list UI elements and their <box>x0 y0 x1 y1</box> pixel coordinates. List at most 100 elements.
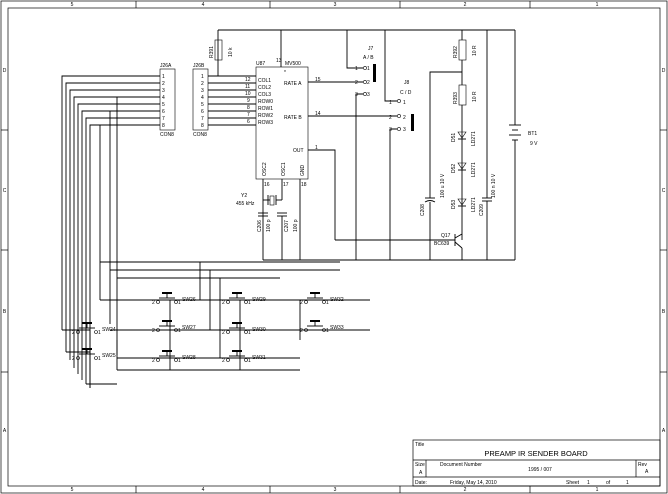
col-label: 1 <box>596 2 599 8</box>
svg-text:2: 2 <box>152 328 155 334</box>
svg-text:RATE A: RATE A <box>284 81 302 87</box>
svg-text:4: 4 <box>162 95 165 101</box>
svg-text:16: 16 <box>264 182 270 188</box>
r391-ref: R391 <box>209 46 215 58</box>
svg-text:1: 1 <box>248 358 251 364</box>
sheet-label: Sheet <box>566 480 580 486</box>
svg-text:2: 2 <box>72 356 75 362</box>
title-label: Title <box>415 442 424 448</box>
c209-ref: C209 <box>479 204 485 216</box>
switch-label: SW25 <box>102 353 116 359</box>
bt1-ref: BT1 <box>528 131 537 137</box>
col-label: 3 <box>334 487 337 493</box>
svg-text:1: 1 <box>326 300 329 306</box>
svg-text:5: 5 <box>201 102 204 108</box>
svg-text:1: 1 <box>178 358 181 364</box>
svg-text:1: 1 <box>201 74 204 80</box>
j7-name: A / B <box>363 55 374 61</box>
jumper-j8: J8 C / D 1 1 2 2 3 3 <box>355 30 414 260</box>
connector-j26a: J26A 1 2 3 4 5 6 7 8 CON8 <box>159 63 176 138</box>
svg-text:3: 3 <box>162 88 165 94</box>
svg-text:6: 6 <box>247 119 250 125</box>
svg-text:18: 18 <box>301 182 307 188</box>
svg-text:ROW3: ROW3 <box>258 120 273 126</box>
svg-text:11: 11 <box>245 84 250 90</box>
svg-text:COL2: COL2 <box>258 85 271 91</box>
svg-text:9: 9 <box>247 98 250 104</box>
c209-value: 100 n 10 V <box>491 173 497 198</box>
svg-text:OSC2: OSC2 <box>262 162 268 176</box>
svg-text:7: 7 <box>247 112 250 118</box>
switch-label: SW30 <box>252 327 266 333</box>
svg-text:1: 1 <box>248 300 251 306</box>
j26a-ref: J26A <box>160 63 172 69</box>
connector-j26b: J26B 1 2 3 4 5 6 7 8 CON8 <box>192 63 209 138</box>
y2-value: 455 kHz <box>236 201 255 207</box>
svg-text:7: 7 <box>201 116 204 122</box>
sheet-value: 1 <box>587 480 590 486</box>
c206-ref: C206 <box>257 220 263 232</box>
switch-label: SW28 <box>182 355 196 361</box>
date-label: Date: <box>415 480 427 486</box>
row-label: A <box>3 428 7 434</box>
jumper-j7: J7 A / B 1 1 2 2 3 3 <box>340 30 376 98</box>
col-label: 5 <box>71 487 74 493</box>
size-value: A <box>419 470 423 476</box>
row-label: D <box>3 68 7 74</box>
svg-text:2: 2 <box>222 300 225 306</box>
svg-text:2: 2 <box>222 330 225 336</box>
svg-text:6: 6 <box>201 109 204 115</box>
d53-ref: D53 <box>451 200 457 209</box>
r392-value: 10 R <box>472 45 478 56</box>
svg-text:3: 3 <box>355 92 358 98</box>
switch-label: SW24 <box>102 327 116 333</box>
d52-value: LD271 <box>471 162 477 177</box>
svg-text:2: 2 <box>152 300 155 306</box>
row-label: B <box>662 309 666 315</box>
d52-ref: D52 <box>451 164 457 173</box>
q17-value: BC639 <box>434 241 450 247</box>
y2-ref: Y2 <box>241 193 247 199</box>
r393-ref: R393 <box>453 92 459 104</box>
svg-text:ROW0: ROW0 <box>258 99 273 105</box>
svg-text:2: 2 <box>300 300 303 306</box>
svg-text:1: 1 <box>178 300 181 306</box>
j26b-ref: J26B <box>193 63 205 69</box>
c207-ref: C207 <box>284 220 290 232</box>
svg-text:4: 4 <box>201 95 204 101</box>
svg-text:10: 10 <box>245 91 251 97</box>
r393-value: 10 R <box>472 91 478 102</box>
docnum-value: 1995 / 007 <box>528 467 552 473</box>
svg-text:2: 2 <box>72 330 75 336</box>
col-label: 2 <box>464 2 467 8</box>
j26b-name: CON8 <box>193 132 207 138</box>
row-label: A <box>662 428 666 434</box>
u87-dot: * <box>284 70 286 76</box>
j8-name: C / D <box>400 90 412 96</box>
col-label: 4 <box>202 2 205 8</box>
switch-label: SW26 <box>182 297 196 303</box>
switch-label: SW29 <box>252 297 266 303</box>
d51-ref: D51 <box>451 133 457 142</box>
switch-label: SW31 <box>252 355 266 361</box>
docnum-label: Document Number <box>440 462 482 468</box>
svg-text:1: 1 <box>315 145 318 151</box>
svg-text:5: 5 <box>162 102 165 108</box>
j26a-name: CON8 <box>160 132 174 138</box>
c208-ref: C208 <box>420 204 426 216</box>
switch-label: SW32 <box>330 297 344 303</box>
rev-value: A <box>645 469 649 475</box>
u87-part: MV500 <box>285 61 301 67</box>
svg-text:7: 7 <box>162 116 165 122</box>
q17-ref: Q17 <box>441 233 451 239</box>
board-title: PREAMP IR SENDER BOARD <box>484 449 588 458</box>
switch-label: SW33 <box>330 325 344 331</box>
svg-text:2: 2 <box>201 81 204 87</box>
rev-label: Rev <box>638 462 647 468</box>
